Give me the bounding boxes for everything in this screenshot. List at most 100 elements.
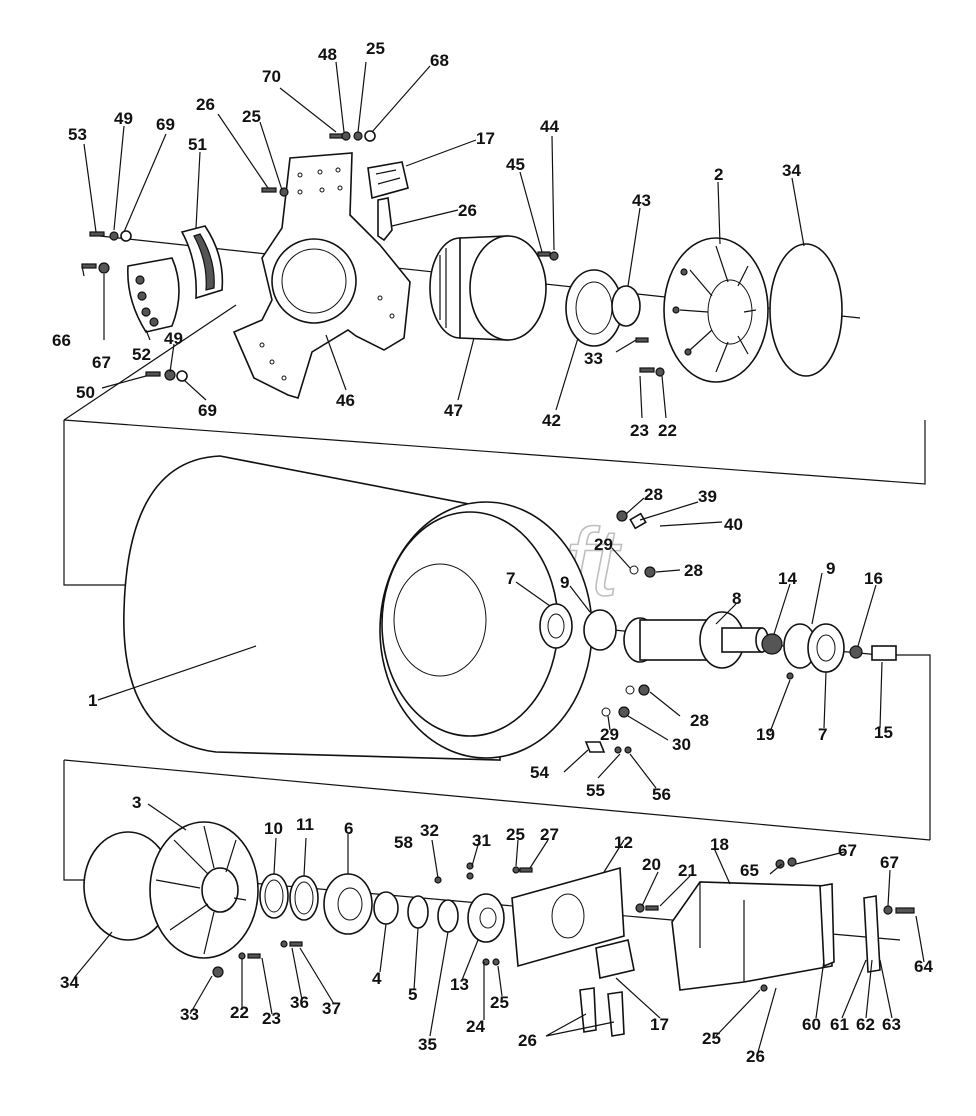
callout-labels: 48 25 70 68 26 25 53 49 69 51 17 26 44 4…	[52, 39, 933, 1066]
callout-35: 35	[418, 1035, 437, 1054]
callout-64: 64	[914, 957, 933, 976]
callout-60: 60	[802, 1015, 821, 1034]
callout-17: 17	[476, 129, 495, 148]
callout-70: 70	[262, 67, 281, 86]
callout-31: 31	[472, 831, 491, 850]
callout-10: 10	[264, 819, 283, 838]
callout-6: 6	[344, 819, 353, 838]
callout-3: 3	[132, 793, 141, 812]
callout-58: 58	[394, 833, 413, 852]
callout-61: 61	[830, 1015, 849, 1034]
part-18-guard	[671, 881, 835, 991]
callout-30: 30	[672, 735, 691, 754]
callout-13: 13	[450, 975, 469, 994]
callout-68: 68	[430, 51, 449, 70]
callout-1: 1	[88, 691, 97, 710]
callout-69: 69	[156, 115, 175, 134]
callout-25: 25	[490, 993, 509, 1012]
callout-2: 2	[714, 165, 723, 184]
part-13-flange	[467, 893, 505, 943]
part-7-bearing-left	[539, 603, 573, 649]
callout-51: 51	[188, 135, 207, 154]
part-26-brackets-bottom	[579, 987, 625, 1037]
part-34-o-ring-top	[769, 243, 843, 377]
callout-9: 9	[560, 573, 569, 592]
part-52-segment	[127, 257, 180, 333]
callout-43: 43	[632, 191, 651, 210]
callout-18: 18	[710, 835, 729, 854]
callout-26: 26	[196, 95, 215, 114]
callout-17: 17	[650, 1015, 669, 1034]
callout-25: 25	[242, 107, 261, 126]
part-6-bearing-housing	[323, 873, 373, 935]
parts-4-5-35-rings	[373, 891, 459, 933]
callout-48: 48	[318, 45, 337, 64]
callout-50: 50	[76, 383, 95, 402]
callout-25: 25	[702, 1029, 721, 1048]
part-12-plate	[511, 866, 625, 968]
callout-27: 27	[540, 825, 559, 844]
callout-26: 26	[746, 1047, 765, 1066]
callout-34: 34	[60, 973, 79, 992]
callout-11: 11	[296, 815, 314, 834]
callout-62: 62	[856, 1015, 875, 1034]
callout-33: 33	[180, 1005, 199, 1024]
callout-54: 54	[530, 763, 549, 782]
callout-56: 56	[652, 785, 671, 804]
callout-25: 25	[366, 39, 385, 58]
part-14-lock-washer	[761, 633, 783, 655]
callout-22: 22	[230, 1003, 249, 1022]
callout-23: 23	[262, 1009, 281, 1028]
part-16-nut	[849, 645, 863, 659]
part-3-end-flange	[149, 821, 259, 959]
callout-15: 15	[874, 723, 893, 742]
callout-47: 47	[444, 401, 463, 420]
callout-28: 28	[684, 561, 703, 580]
callout-69: 69	[198, 401, 217, 420]
callout-7: 7	[818, 725, 827, 744]
callout-20: 20	[642, 855, 661, 874]
callout-39: 39	[698, 487, 717, 506]
callout-67: 67	[92, 353, 111, 372]
callout-21: 21	[678, 861, 697, 880]
callout-22: 22	[658, 421, 677, 440]
part-8-shaft	[623, 611, 769, 669]
callout-37: 37	[322, 999, 341, 1018]
part-46-bracket	[232, 152, 411, 399]
callout-29: 29	[600, 725, 619, 744]
callout-16: 16	[864, 569, 883, 588]
callout-49: 49	[114, 109, 133, 128]
part-26-bracket-top	[377, 197, 393, 242]
part-2-end-flange	[663, 237, 769, 383]
callout-9: 9	[826, 559, 835, 578]
middle-fasteners	[584, 510, 794, 754]
callout-24: 24	[466, 1017, 485, 1036]
callout-67: 67	[880, 853, 899, 872]
callout-25: 25	[506, 825, 525, 844]
callout-26: 26	[458, 201, 477, 220]
part-7-bearing-right	[807, 623, 845, 673]
callout-19: 19	[756, 725, 775, 744]
callout-26: 26	[518, 1031, 537, 1050]
part-17-cover-bottom	[595, 939, 635, 979]
part-51-segment	[180, 225, 224, 300]
leader-lines	[73, 61, 925, 1053]
callout-40: 40	[724, 515, 743, 534]
callout-23: 23	[630, 421, 649, 440]
part-1-drum	[123, 455, 593, 761]
callout-45: 45	[506, 155, 525, 174]
callout-32: 32	[420, 821, 439, 840]
callout-65: 65	[740, 861, 759, 880]
callout-28: 28	[690, 711, 709, 730]
callout-29: 29	[594, 535, 613, 554]
callout-33: 33	[584, 349, 603, 368]
callout-4: 4	[372, 969, 382, 988]
callout-55: 55	[586, 781, 605, 800]
callout-53: 53	[68, 125, 87, 144]
part-17-cover-top	[367, 161, 409, 200]
parts-60-63-bracket	[863, 895, 881, 973]
part-15-pin	[871, 645, 897, 661]
callout-28: 28	[644, 485, 663, 504]
